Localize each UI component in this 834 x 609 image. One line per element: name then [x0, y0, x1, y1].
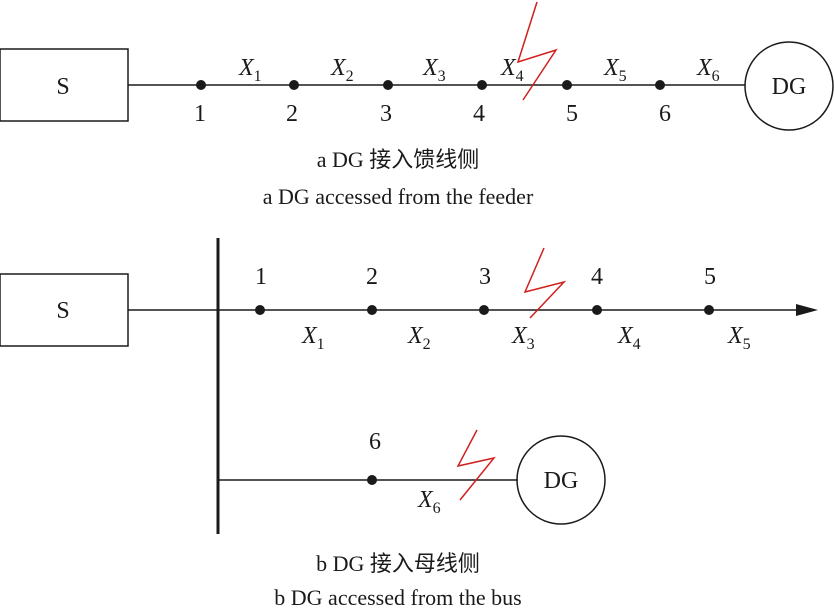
- node-label-a-2: 2: [286, 101, 298, 127]
- reactance-label-b-5: X5: [727, 323, 751, 353]
- node-label-a-5: 5: [566, 101, 578, 127]
- caption-en-b: b DG accessed from the bus: [274, 585, 521, 609]
- node-label-a-3: 3: [380, 101, 392, 127]
- node-dot-b-4: [592, 305, 602, 315]
- reactance-label-a-1: X1: [238, 55, 262, 85]
- reactance-label-a-4: X4: [500, 55, 524, 85]
- node-label-a-1: 1: [194, 101, 206, 127]
- dg-label-a: DG: [772, 74, 807, 100]
- node-dot-a-5: [562, 80, 572, 90]
- node-dot-a-4: [477, 80, 487, 90]
- reactance-label-a-6: X6: [696, 55, 720, 85]
- node-dot-a-2: [289, 80, 299, 90]
- node-dot-b-1: [255, 305, 265, 315]
- node-label-b-5: 5: [704, 264, 716, 290]
- node-label-a-4: 4: [473, 101, 485, 127]
- node-dot-b-5: [704, 305, 714, 315]
- reactance-label-a-2: X2: [330, 55, 354, 85]
- fault-symbol-b-branch: [456, 429, 496, 501]
- dg-circle-a: [744, 41, 834, 131]
- diagram-a: S 1 2 3 4 5 6 X1 X2 X3 X4 X5 X6 DG a DG …: [0, 1, 834, 209]
- node-label-b-4: 4: [591, 264, 603, 290]
- diagram-b: S 1 2 3 4 5 X1 X2 X3 X4 X5 6 X6 DG b DG …: [0, 238, 818, 609]
- reactance-label-a-5: X5: [603, 55, 627, 85]
- node-dot-b-3: [479, 305, 489, 315]
- node-dot-b-6: [367, 475, 377, 485]
- reactance-label-b-1: X1: [301, 323, 325, 353]
- node-label-b-3: 3: [479, 264, 491, 290]
- node-label-b-1: 1: [255, 264, 267, 290]
- reactance-label-b-3: X3: [511, 323, 535, 353]
- caption-cn-a: a DG 接入馈线侧: [317, 147, 480, 172]
- reactance-label-a-3: X3: [422, 55, 446, 85]
- caption-en-a: a DG accessed from the feeder: [263, 184, 534, 209]
- fault-symbol-b-feeder: [523, 247, 567, 319]
- dg-circle-b: [516, 435, 606, 525]
- source-label-a: S: [56, 74, 69, 100]
- caption-cn-b: b DG 接入母线侧: [316, 551, 480, 576]
- reactance-label-b-6: X6: [417, 487, 441, 517]
- reactance-label-b-4: X4: [617, 323, 641, 353]
- dg-label-b: DG: [544, 468, 579, 494]
- source-label-b: S: [56, 298, 69, 324]
- node-label-b-2: 2: [366, 264, 378, 290]
- fault-symbol-a: [516, 1, 558, 101]
- node-dot-a-6: [655, 80, 665, 90]
- node-dot-a-1: [196, 80, 206, 90]
- reactance-label-b-2: X2: [407, 323, 431, 353]
- node-label-b-6: 6: [369, 429, 381, 455]
- node-label-a-6: 6: [659, 101, 671, 127]
- node-dot-b-2: [367, 305, 377, 315]
- arrow-head-b: [796, 304, 818, 316]
- node-dot-a-3: [383, 80, 393, 90]
